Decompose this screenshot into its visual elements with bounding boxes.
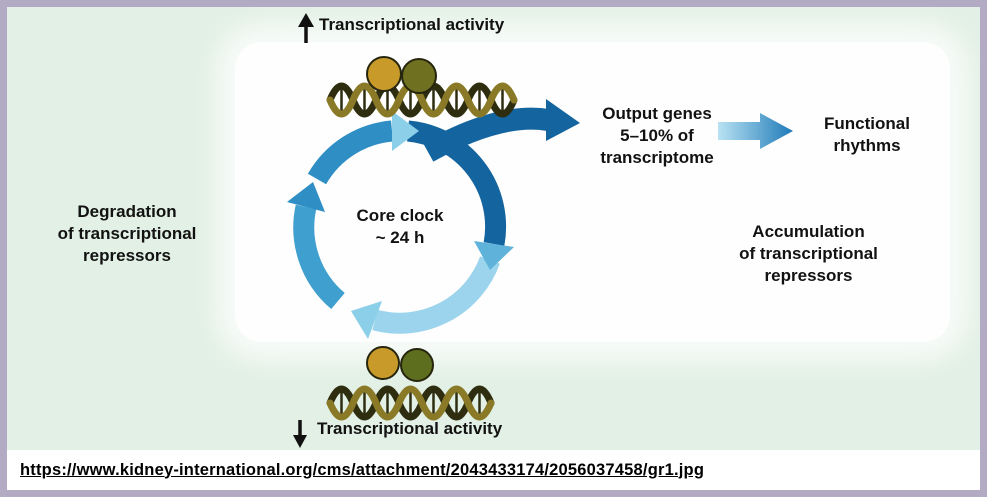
bottom-transcriptional-activity-label: Transcriptional activity <box>317 419 503 438</box>
white-panel <box>235 42 950 342</box>
up-arrow-head <box>298 13 314 27</box>
source-url-bar: https://www.kidney-international.org/cms… <box>7 450 980 490</box>
accumulation-repressors-label: Accumulation of transcriptional represso… <box>739 222 878 285</box>
nucleosome-green-icon <box>400 348 434 382</box>
dna-strand-gold <box>326 385 495 421</box>
down-arrow-icon <box>293 420 307 448</box>
bottom-dna-helix <box>326 346 495 421</box>
core-clock-label: Core clock ~ 24 h <box>356 206 444 247</box>
down-arrow-head <box>293 435 307 448</box>
nucleosome-gold-icon <box>366 346 400 380</box>
functional-rhythms-label: Functional rhythms <box>824 114 910 155</box>
degradation-repressors-label: Degradation of transcriptional repressor… <box>57 202 197 265</box>
top-transcriptional-activity-label: Transcriptional activity <box>319 15 505 34</box>
up-arrow-icon <box>298 13 314 43</box>
source-url[interactable]: https://www.kidney-international.org/cms… <box>20 460 705 479</box>
output-genes-label: Output genes 5–10% of transcriptome <box>600 104 714 167</box>
dna-strand-dark <box>326 385 495 421</box>
